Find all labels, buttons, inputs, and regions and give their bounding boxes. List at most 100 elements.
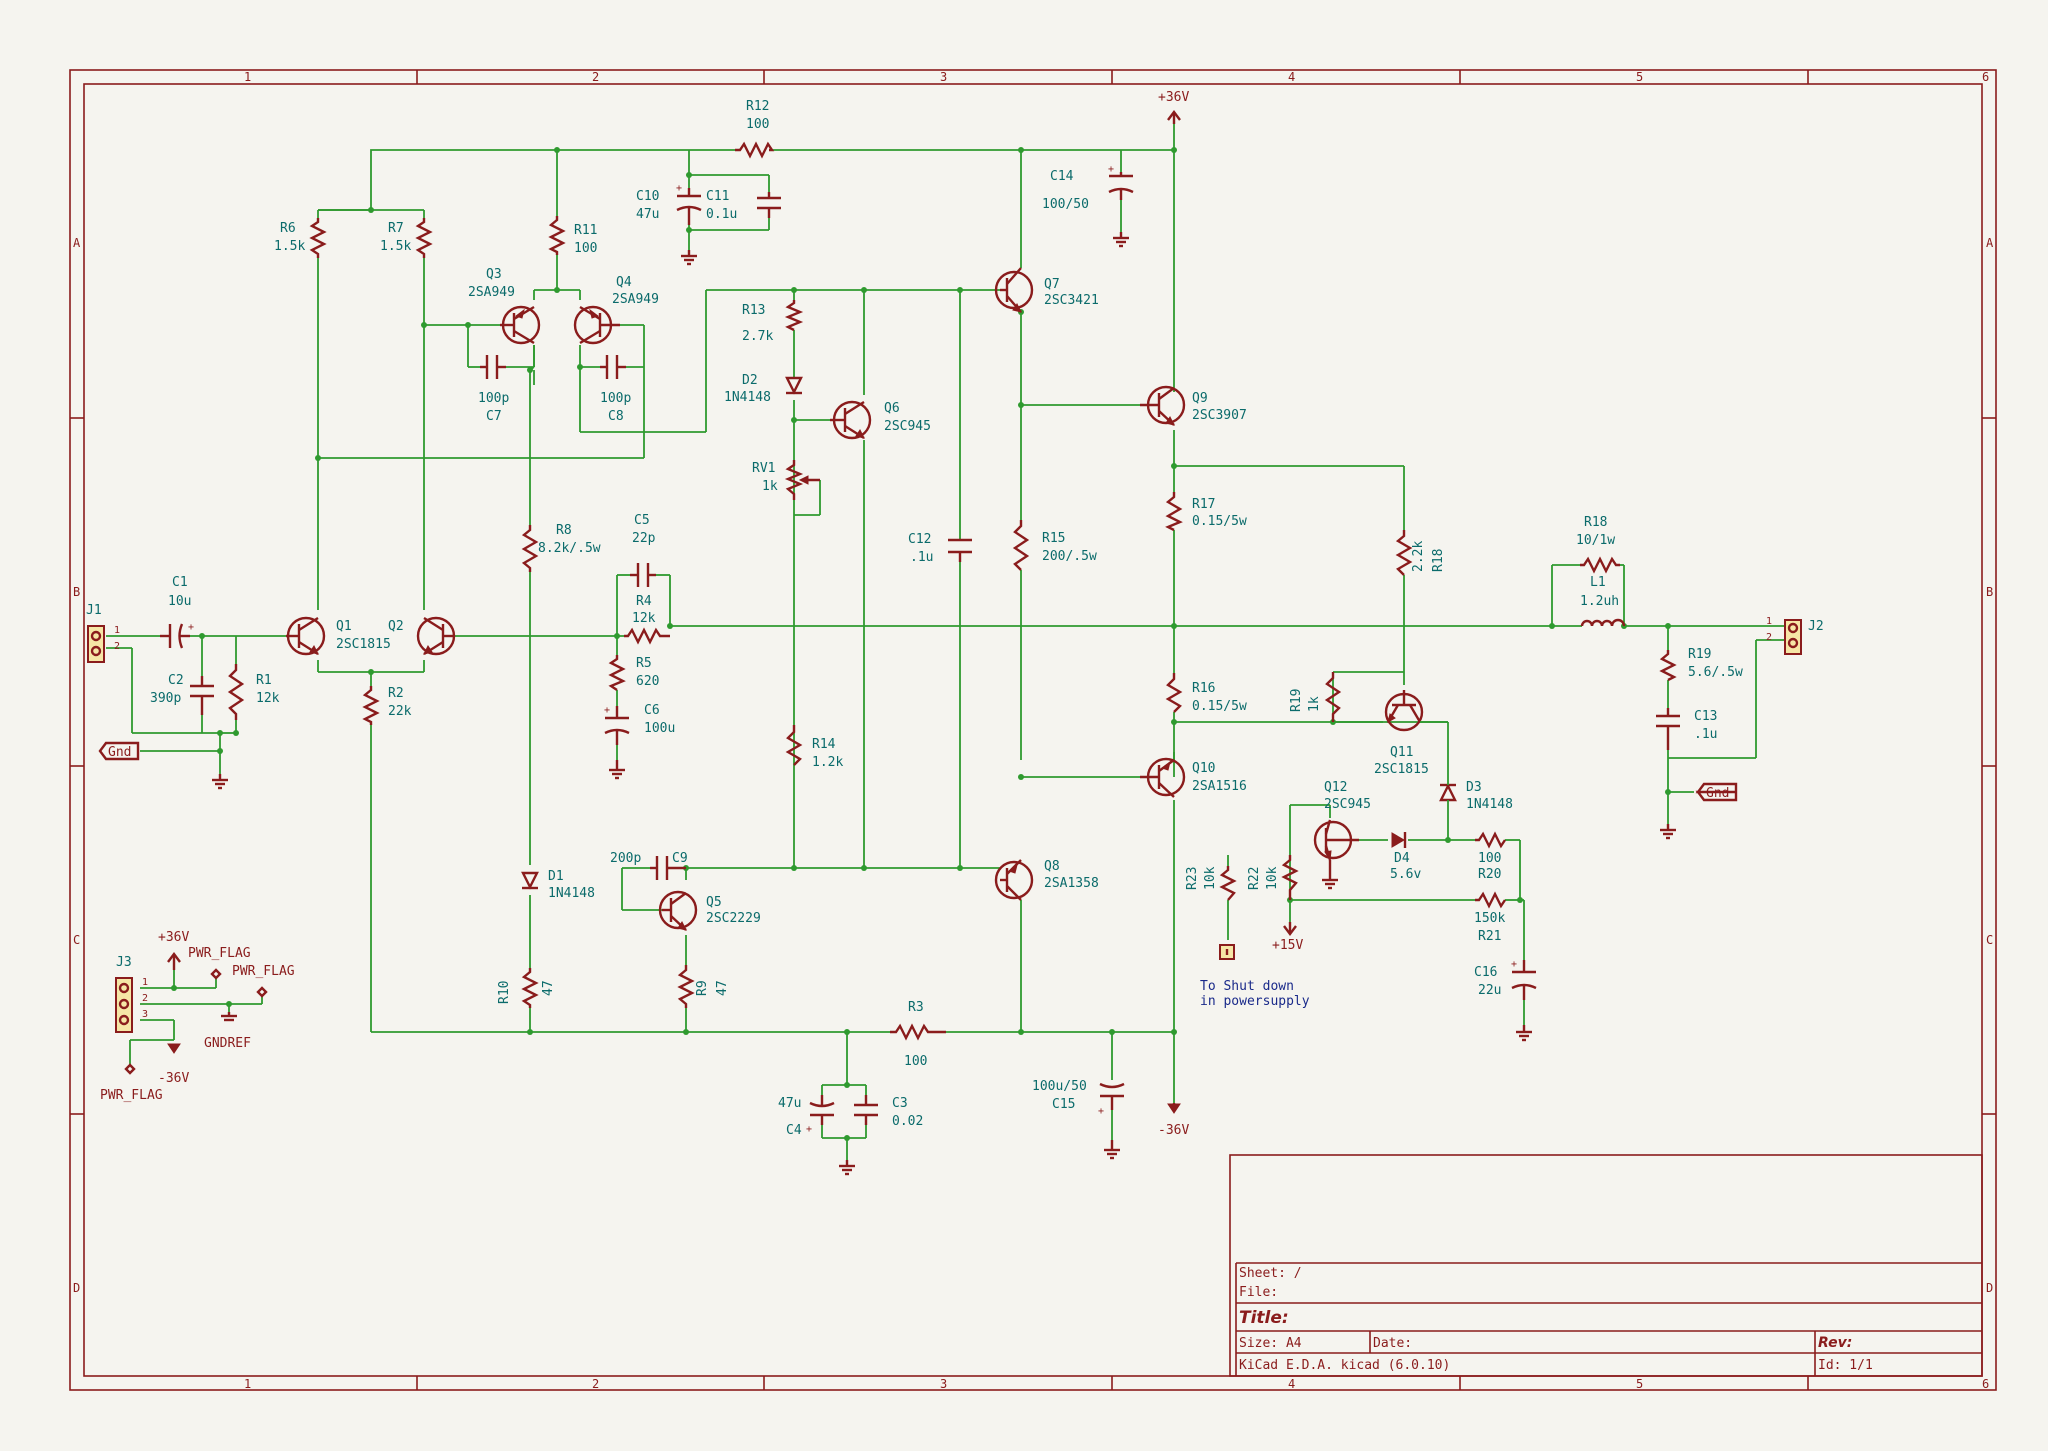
ref-C4: C4	[786, 1123, 802, 1138]
label-plus36-j3: +36V	[158, 930, 189, 945]
val-C3: 0.02	[892, 1114, 923, 1129]
ref-C12: C12	[908, 532, 931, 547]
val-R21: 150k	[1474, 911, 1505, 926]
val-D1: 1N4148	[548, 886, 595, 901]
val-R5: 620	[636, 674, 659, 689]
ref-C5: C5	[634, 513, 650, 528]
svg-text:2: 2	[1766, 632, 1772, 643]
col-label: 3	[940, 70, 947, 84]
net-label-gnd-left: Gnd	[108, 745, 131, 760]
ref-L1: L1	[1590, 575, 1606, 590]
ref-R23: R23	[1185, 867, 1200, 890]
ref-Q2: Q2	[388, 619, 404, 634]
ref-R2: R2	[388, 686, 404, 701]
ref-C15: C15	[1052, 1097, 1075, 1112]
resistor-R12	[735, 141, 775, 159]
val-R19: 5.6/.5w	[1688, 665, 1743, 680]
resistor-R17	[1165, 492, 1183, 532]
ref-Q12: Q12	[1324, 780, 1347, 795]
ref-R10: R10	[497, 981, 512, 1004]
ref-R6: R6	[280, 221, 296, 236]
row-label: C	[73, 933, 80, 947]
ref-R4: R4	[636, 594, 652, 609]
val-R18h: 10/1w	[1576, 533, 1615, 548]
val-R9: 47	[715, 980, 730, 996]
val-R15: 200/.5w	[1042, 549, 1097, 564]
ref-Q1: Q1	[336, 619, 352, 634]
label-minus36-bottom: -36V	[1158, 1123, 1189, 1138]
ref-R12: R12	[746, 99, 769, 114]
svg-text:1: 1	[1766, 616, 1772, 627]
ref-D3: D3	[1466, 780, 1482, 795]
ref-C10: C10	[636, 189, 659, 204]
val-C8: 100p	[600, 391, 631, 406]
val-C7: 100p	[478, 391, 509, 406]
ref-R7: R7	[388, 221, 404, 236]
resistor-R1	[227, 664, 245, 720]
val-C10: 47u	[636, 207, 659, 222]
row-label: B	[73, 585, 80, 599]
ref-Q7: Q7	[1044, 277, 1060, 292]
svg-text:+: +	[1098, 1106, 1104, 1117]
val-C5: 22p	[632, 531, 656, 546]
row-label: C	[1986, 933, 1993, 947]
ref-R20: R20	[1478, 867, 1501, 882]
val-C9: 200p	[610, 851, 641, 866]
capacitor-symbols: + + + +	[160, 164, 1680, 1135]
size-field: Size: A4	[1239, 1336, 1302, 1351]
val-R16: 0.15/5w	[1192, 699, 1247, 714]
val-L1: 1.2uh	[1580, 594, 1619, 609]
potentiometer-RV1	[784, 460, 820, 500]
id-field: Id: 1/1	[1818, 1358, 1873, 1373]
file-field: File:	[1239, 1285, 1278, 1300]
ref-C14: C14	[1050, 169, 1074, 184]
ref-R18v: R18	[1431, 549, 1446, 572]
val-R19b: 1k	[1307, 696, 1322, 712]
col-label: 4	[1288, 1377, 1295, 1391]
svg-text:2: 2	[142, 993, 148, 1004]
row-label: A	[1986, 236, 1994, 250]
col-label: 1	[244, 1377, 251, 1391]
val-R6: 1.5k	[274, 239, 305, 254]
val-Q11: 2SC1815	[1374, 762, 1429, 777]
ref-C7: C7	[486, 409, 502, 424]
shutdown-note-line2: in powersupply	[1200, 994, 1310, 1009]
ref-R11: R11	[574, 223, 597, 238]
title-block: Sheet: / File: Title: Size: A4 Date: Rev…	[1229, 1154, 1983, 1377]
val-R22: 10k	[1265, 866, 1280, 890]
val-D4: 5.6v	[1390, 867, 1421, 882]
resistor-symbols	[227, 141, 1677, 1041]
ref-D2: D2	[742, 373, 758, 388]
val-R23: 10k	[1203, 866, 1218, 890]
resistor-R3	[890, 1023, 946, 1041]
ref-J1: J1	[86, 603, 102, 618]
resistor-R19b	[1324, 672, 1342, 722]
ref-R8: R8	[556, 523, 572, 538]
row-label: D	[1986, 1281, 1993, 1295]
resistor-R18v	[1395, 530, 1413, 576]
resistor-R21	[1475, 891, 1506, 909]
svg-text:+: +	[676, 183, 682, 194]
label-plus15: +15V	[1272, 938, 1303, 953]
resistor-R4	[624, 627, 670, 645]
label-minus36-j3: -36V	[158, 1071, 189, 1086]
transistor-symbols	[286, 267, 1448, 931]
resistor-R19	[1659, 650, 1677, 682]
val-Q3: 2SA949	[468, 285, 515, 300]
svg-text:+: +	[806, 1124, 812, 1135]
col-label: 4	[1288, 70, 1295, 84]
svg-text:+: +	[1108, 164, 1114, 175]
net-label-gnd-right: Gnd	[1706, 786, 1729, 801]
ref-R14: R14	[812, 737, 836, 752]
ref-Q5: Q5	[706, 895, 722, 910]
ref-R22: R22	[1247, 867, 1262, 890]
resistor-R8	[521, 525, 539, 572]
ref-Q4: Q4	[616, 275, 632, 290]
val-Q8: 2SA1358	[1044, 876, 1099, 891]
val-Q5: 2SC2229	[706, 911, 761, 926]
col-label: 2	[592, 1377, 599, 1391]
resistor-R13	[784, 300, 804, 332]
ref-J2: J2	[1808, 619, 1824, 634]
svg-text:3: 3	[142, 1009, 148, 1020]
